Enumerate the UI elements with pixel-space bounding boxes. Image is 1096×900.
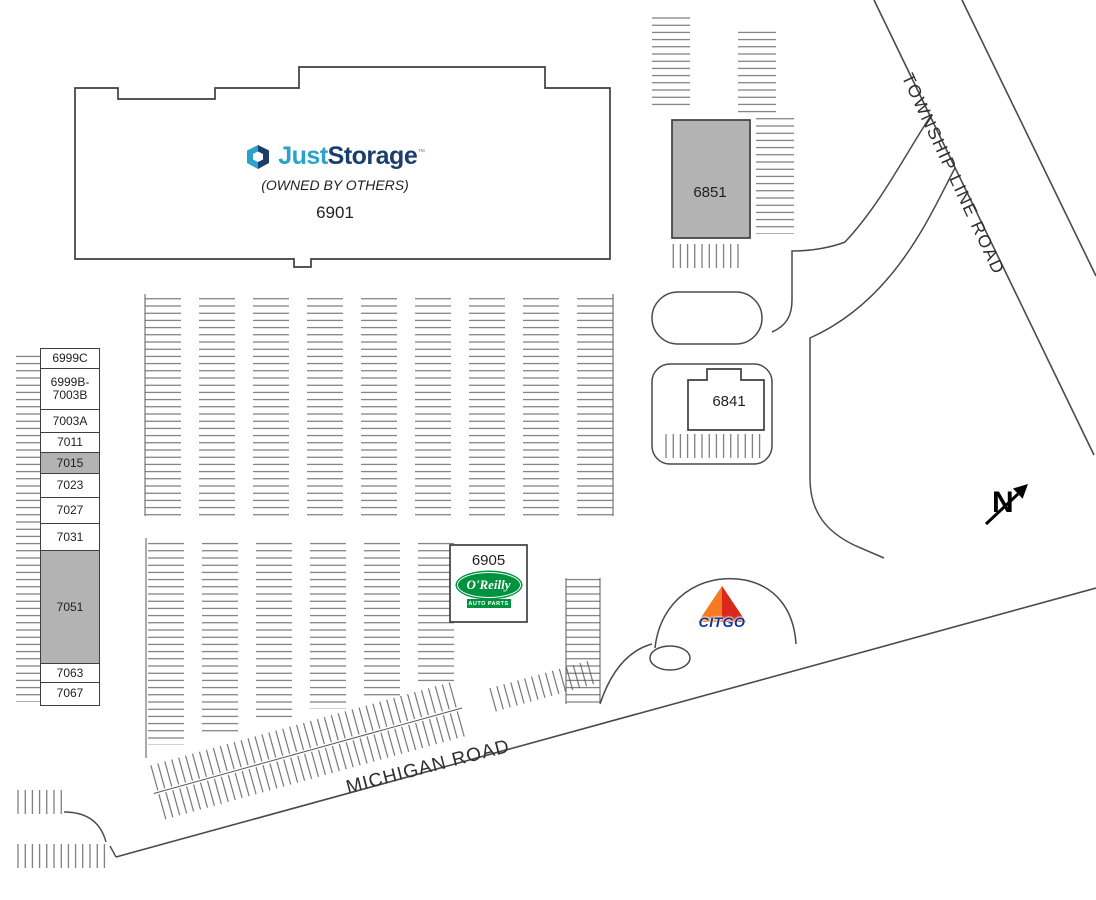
oreilly-oval-icon: O'Reilly [456, 572, 521, 598]
owned-by-others-label: (OWNED BY OTHERS) [261, 177, 409, 193]
parking-rows-oreilly [488, 578, 601, 712]
citgo-name-label: CITGO [698, 614, 746, 630]
unit-7051: 7051 [41, 550, 99, 663]
parking-field-top [144, 294, 614, 516]
parking-rows-strip [16, 352, 40, 702]
unit-7031: 7031 [41, 523, 99, 550]
building-6901-outline [74, 66, 611, 268]
unit-7027: 7027 [41, 497, 99, 523]
parking-field-lower [145, 538, 470, 821]
oreilly-sub-label: AUTO PARTS [468, 600, 509, 607]
unit-7063: 7063 [41, 663, 99, 682]
oreilly-logo: O'Reilly AUTO PARTS [452, 572, 525, 608]
michigan-road-line [115, 587, 1096, 858]
oreilly-auto-parts-banner: AUTO PARTS [466, 599, 511, 608]
north-arrow-icon [984, 484, 1028, 526]
unit-7003a: 7003A [41, 409, 99, 432]
citgo-trimark-icon [698, 586, 746, 622]
parking-rows-6851 [652, 12, 794, 268]
building-6851-outline [671, 119, 751, 239]
drive-island-oval [651, 291, 763, 345]
juststorage-wordmark: JustStorage™ [278, 142, 425, 170]
unit-7023: 7023 [41, 473, 99, 497]
entrance-drives [599, 116, 956, 705]
building-6841-label: 6841 [712, 393, 746, 410]
building-6851-label: 6851 [693, 184, 727, 201]
building-6901-label: 6901 [316, 203, 354, 222]
parking-rows-corner [16, 790, 117, 868]
building-6905-label: 6905 [471, 552, 506, 569]
unit-6999c: 6999C [52, 351, 88, 366]
unit-7011: 7011 [41, 432, 99, 452]
unit-7067: 7067 [41, 682, 99, 704]
citgo-pump-island [649, 577, 797, 671]
juststorage-logo: JustStorage™ [215, 142, 455, 171]
township-line-road [873, 0, 1096, 456]
unit-7015: 7015 [41, 452, 99, 473]
citgo-logo: CITGO [696, 584, 748, 630]
juststorage-cube-icon [247, 144, 270, 169]
building-6841-pad [651, 363, 773, 465]
compass-north-label: N [992, 486, 1014, 519]
unit-6999b-7003b: 6999B- 7003B [41, 368, 99, 409]
tenant-strip-building: 6999C 6999B- 7003B 7003A 7011 7015 7023 … [40, 348, 100, 706]
oreilly-name: O'Reilly [466, 577, 511, 592]
